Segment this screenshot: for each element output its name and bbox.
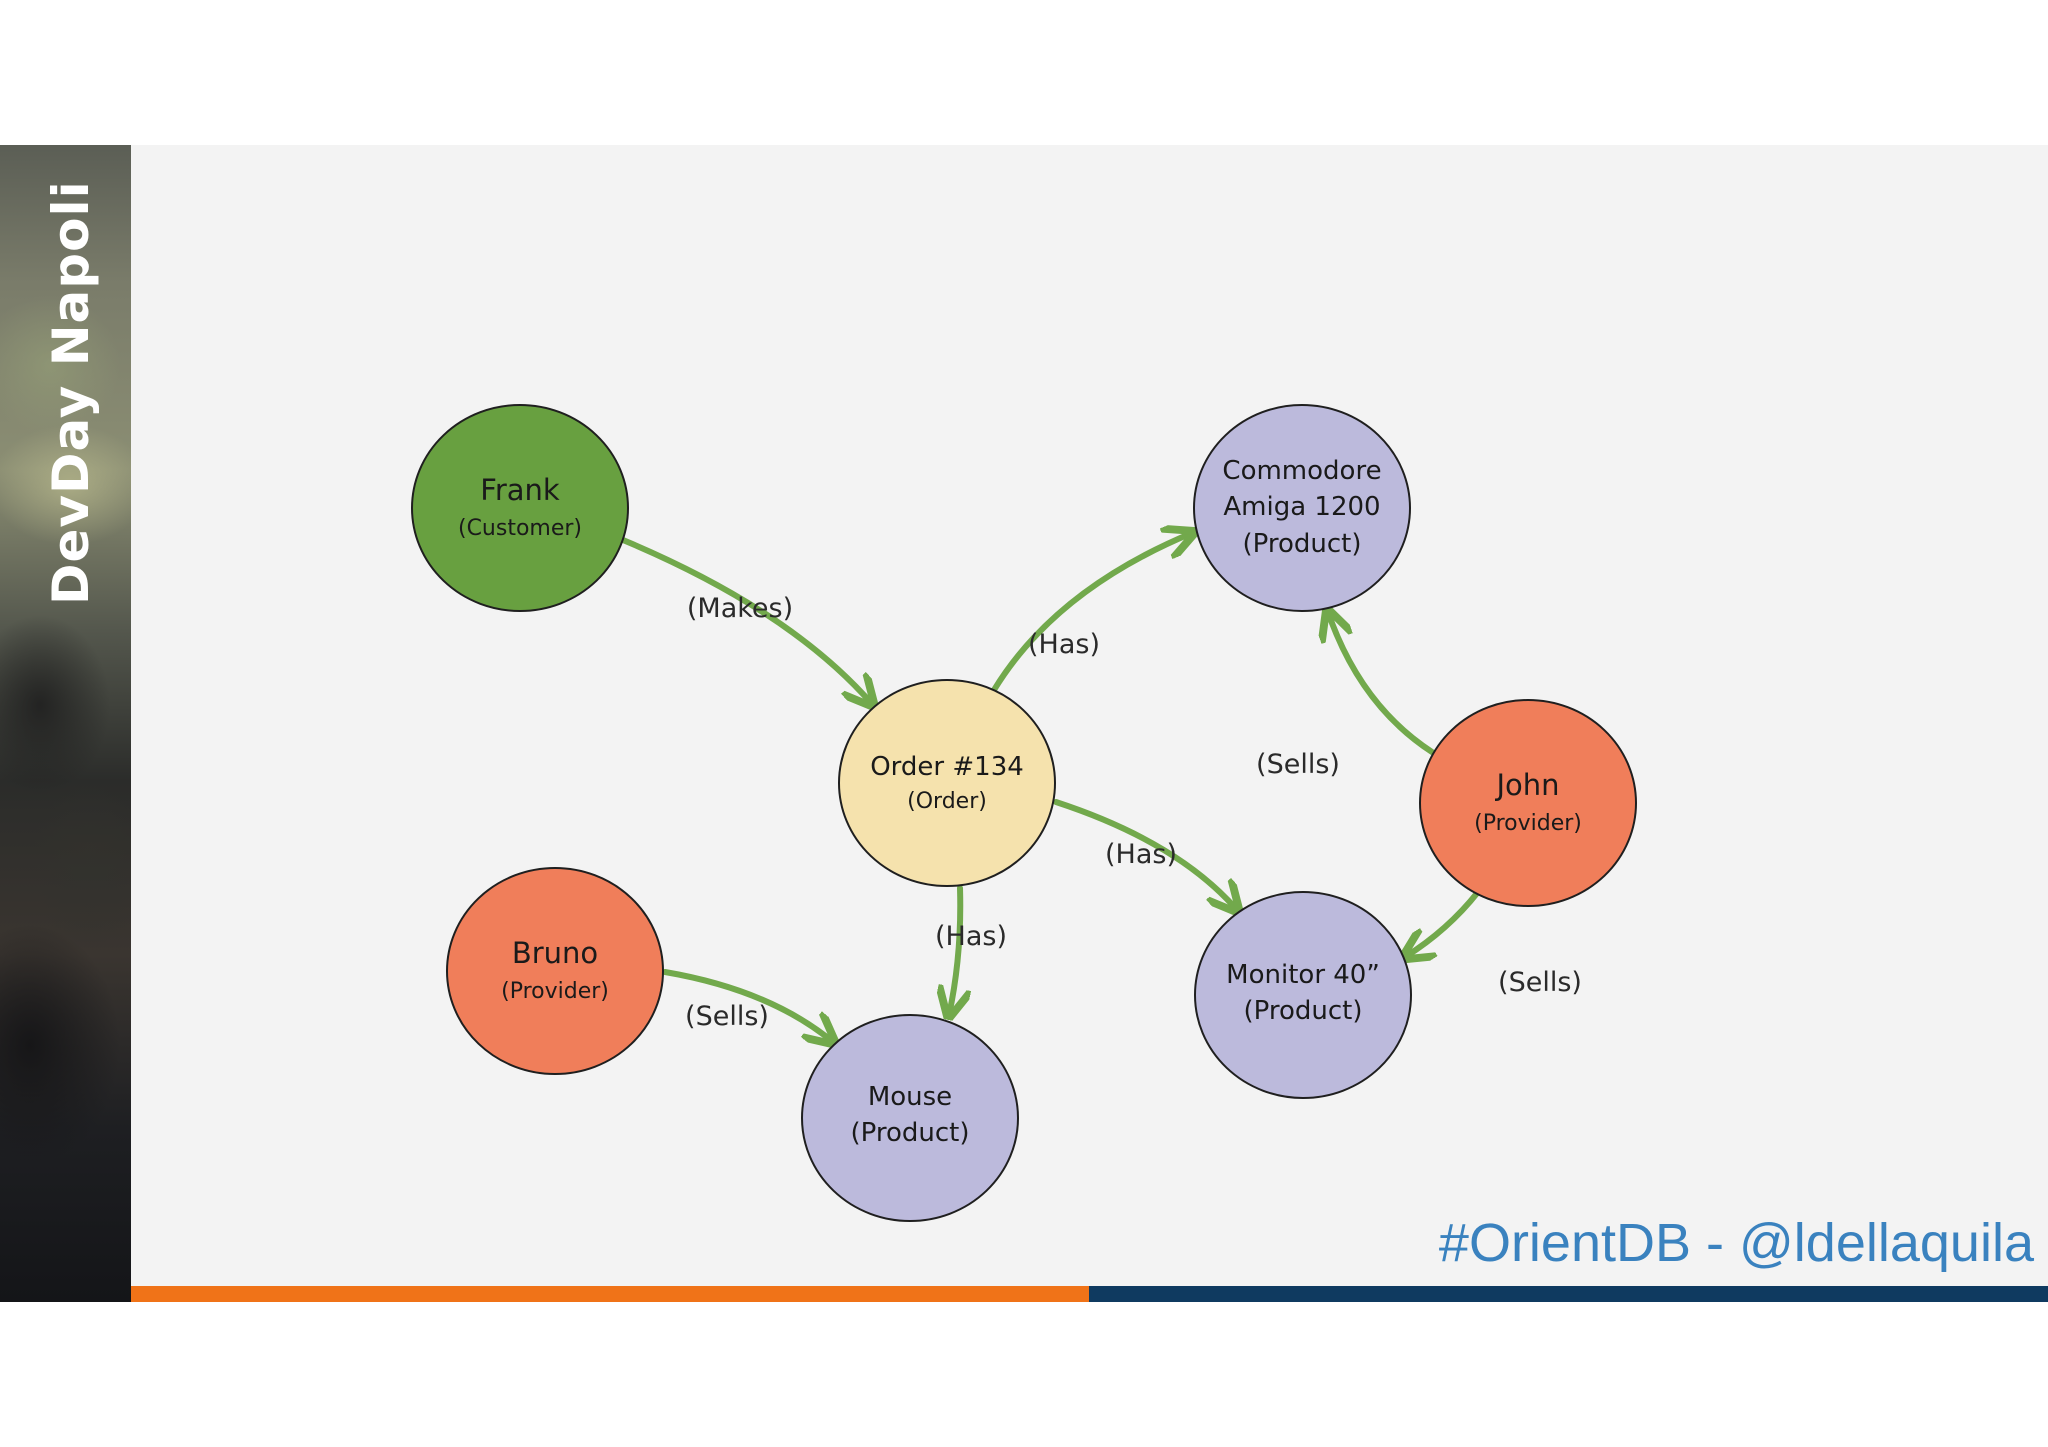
edge-label-sells-mouse: (Sells) bbox=[685, 1001, 769, 1032]
node-john bbox=[1419, 699, 1637, 907]
node-monitor bbox=[1194, 891, 1412, 1099]
node-bruno bbox=[446, 867, 664, 1075]
node-frank-type: (Customer) bbox=[458, 516, 582, 541]
node-monitor-type: (Product) bbox=[1243, 996, 1362, 1026]
node-mouse bbox=[801, 1014, 1019, 1222]
footer-hashtag: #OrientDB - @ldellaquila bbox=[1438, 1213, 2034, 1273]
footer-bar-orange bbox=[131, 1286, 1089, 1302]
edge-order-monitor bbox=[1053, 799, 1237, 910]
edge-john-monitor bbox=[1405, 889, 1481, 957]
node-order-name: Order #134 bbox=[870, 752, 1024, 782]
node-john-type: (Provider) bbox=[1474, 811, 1582, 836]
node-mouse-name: Mouse bbox=[868, 1082, 952, 1112]
node-bruno-name: Bruno bbox=[512, 936, 598, 970]
edge-label-has-commodore: (Has) bbox=[1028, 629, 1100, 660]
node-frank bbox=[411, 404, 629, 612]
node-commodore-type: (Product) bbox=[1242, 529, 1361, 559]
node-john-name: John bbox=[1494, 768, 1559, 802]
node-order bbox=[838, 679, 1056, 887]
node-commodore-line1: Commodore bbox=[1222, 456, 1381, 486]
edge-john-commodore bbox=[1328, 612, 1435, 755]
edge-bruno-mouse bbox=[662, 969, 833, 1042]
edge-label-has-mouse: (Has) bbox=[935, 921, 1007, 952]
edge-label-sells-monitor: (Sells) bbox=[1498, 967, 1582, 998]
node-commodore bbox=[1193, 404, 1411, 612]
edge-frank-order bbox=[620, 537, 872, 704]
edge-label-makes: (Makes) bbox=[687, 593, 793, 624]
node-frank-name: Frank bbox=[480, 473, 560, 507]
node-commodore-line2: Amiga 1200 bbox=[1223, 492, 1380, 522]
footer-bar-navy bbox=[1089, 1286, 2048, 1302]
sidebar-photo bbox=[0, 145, 131, 1302]
edge-label-sells-commodore: (Sells) bbox=[1256, 749, 1340, 780]
edge-order-commodore bbox=[991, 533, 1192, 693]
node-mouse-type: (Product) bbox=[850, 1118, 969, 1148]
slide: DevDay Napoli #OrientDB - @ldellaquila bbox=[0, 145, 2048, 1302]
edge-order-mouse bbox=[949, 885, 960, 1015]
node-monitor-name: Monitor 40” bbox=[1226, 960, 1380, 990]
edge-label-has-monitor: (Has) bbox=[1105, 839, 1177, 870]
node-order-type: (Order) bbox=[907, 789, 987, 814]
node-bruno-type: (Provider) bbox=[501, 979, 609, 1004]
